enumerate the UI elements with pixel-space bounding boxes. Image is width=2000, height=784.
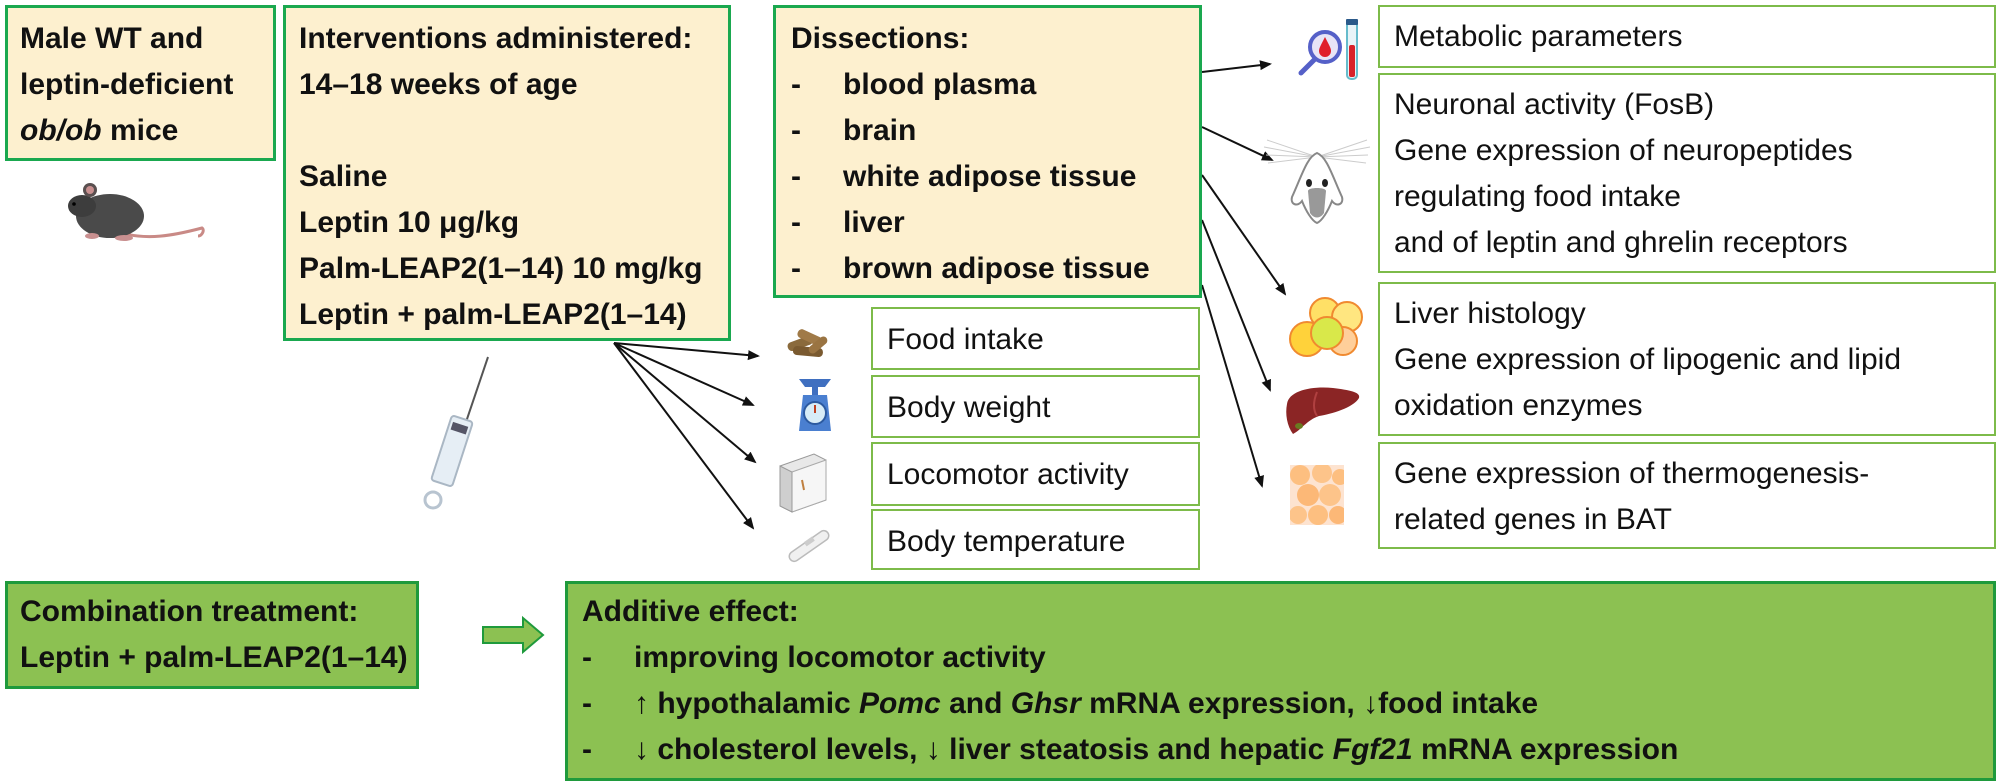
syringe-icon xyxy=(423,356,489,510)
mice-line-1: Male WT and xyxy=(20,22,204,55)
measurement-body-weight: Body weight xyxy=(871,375,1200,438)
outcome-line: Neuronal activity (FosB) xyxy=(1394,88,1715,121)
bullet: - xyxy=(582,687,592,720)
bullet: - xyxy=(791,206,801,239)
block-arrow-icon xyxy=(482,615,545,655)
dissection-label: white adipose tissue xyxy=(843,160,1137,193)
outcome-line: regulating food intake xyxy=(1394,180,1681,213)
effect-text: and xyxy=(940,687,1011,720)
mice-box: Male WT and leptin-deficient ob/ob mice xyxy=(5,5,276,161)
outcome-neuronal: Neuronal activity (FosB) Gene expression… xyxy=(1378,73,1996,273)
additive-effect-box: Additive effect: - improving locomotor ac… xyxy=(565,581,1996,781)
bullet: - xyxy=(582,733,592,766)
bullet: - xyxy=(791,252,801,285)
outcome-metabolic: Metabolic parameters xyxy=(1378,5,1996,68)
effect-text: ↑ hypothalamic xyxy=(634,687,860,720)
mice-line-3: ob/ob mice xyxy=(20,108,261,154)
dissection-label: blood plasma xyxy=(843,68,1037,101)
combination-treatment: Leptin + palm-LEAP2(1–14) xyxy=(20,641,408,674)
additive-title: Additive effect: xyxy=(582,595,799,628)
blood-test-icon xyxy=(1298,19,1358,80)
dissection-item: - brown adipose tissue xyxy=(791,246,1184,292)
bullet: - xyxy=(791,160,801,193)
scale-icon xyxy=(799,379,831,431)
outcome-line: Liver histology xyxy=(1394,297,1586,330)
effect-item: - ↑ hypothalamic Pomc and Ghsr mRNA expre… xyxy=(582,681,1979,727)
dissections-title: Dissections: xyxy=(791,22,970,55)
bullet: - xyxy=(791,114,801,147)
food-pellets-icon xyxy=(787,329,828,357)
thermometer-icon xyxy=(788,529,830,563)
age-range: 14–18 weeks of age xyxy=(299,68,578,101)
outcome-line: Gene expression of neuropeptides xyxy=(1394,134,1853,167)
mice-label: mice xyxy=(101,114,179,147)
dissection-label: brain xyxy=(843,114,917,147)
effect-text: mRNA expression, ↓food intake xyxy=(1080,687,1539,720)
effect-item: - ↓ cholesterol levels, ↓ liver steatosis… xyxy=(582,727,1979,773)
outcome-line: Metabolic parameters xyxy=(1394,20,1683,53)
measurement-label: Food intake xyxy=(887,323,1044,356)
outcome-bat: Gene expression of thermogenesis- relate… xyxy=(1378,442,1996,549)
spacer xyxy=(299,108,715,154)
liver-icon xyxy=(1286,387,1360,434)
dissection-item: - white adipose tissue xyxy=(791,154,1184,200)
brain-icon xyxy=(1263,139,1371,225)
measurement-locomotor-activity: Locomotor activity xyxy=(871,442,1200,506)
gene-ghsr: Ghsr xyxy=(1010,687,1081,720)
bullet: - xyxy=(791,68,801,101)
outcome-line: Gene expression of thermogenesis- xyxy=(1394,457,1870,490)
measurement-label: Body weight xyxy=(887,391,1051,424)
arrow-to-liver-histology xyxy=(1201,174,1287,296)
treatment-item: Palm-LEAP2(1–14) 10 mg/kg xyxy=(299,252,703,285)
fat-cells-icon xyxy=(1289,297,1363,357)
dissection-label: brown adipose tissue xyxy=(843,252,1150,285)
measurement-food-intake: Food intake xyxy=(871,307,1200,370)
treatment-item: Leptin + palm-LEAP2(1–14) xyxy=(299,298,687,331)
outcome-line: oxidation enzymes xyxy=(1394,389,1643,422)
outcome-line: and of leptin and ghrelin receptors xyxy=(1394,226,1848,259)
interventions-title: Interventions administered: xyxy=(299,22,693,55)
arrow-to-bat xyxy=(1201,284,1264,488)
effect-label: improving locomotor activity xyxy=(634,641,1046,674)
interventions-box: Interventions administered: 14–18 weeks … xyxy=(283,5,731,341)
effect-text: ↓ cholesterol levels, ↓ liver steatosis … xyxy=(634,733,1333,766)
arrow-to-body-temperature xyxy=(613,342,755,530)
arrow-to-locomotor xyxy=(613,342,757,464)
measurement-label: Body temperature xyxy=(887,525,1126,558)
treatment-item: Saline xyxy=(299,160,388,193)
activity-cage-icon xyxy=(779,453,827,513)
dissection-label: liver xyxy=(843,206,905,239)
treatment-item: Leptin 10 μg/kg xyxy=(299,206,520,239)
arrow-to-food-intake xyxy=(613,342,760,361)
arrow-to-liver xyxy=(1201,219,1271,392)
dissection-item: - blood plasma xyxy=(791,62,1184,108)
measurement-body-temperature: Body temperature xyxy=(871,509,1200,570)
dissection-item: - liver xyxy=(791,200,1184,246)
effect-text: mRNA expression xyxy=(1412,733,1679,766)
bullet: - xyxy=(582,641,592,674)
effect-item: - improving locomotor activity xyxy=(582,635,1979,681)
mice-line-2: leptin-deficient xyxy=(20,68,234,101)
dissection-item: - brain xyxy=(791,108,1184,154)
gene-pomc: Pomc xyxy=(859,687,941,720)
ob-ob-genotype: ob/ob xyxy=(20,114,102,147)
brown-adipose-icon xyxy=(1290,465,1344,525)
arrow-to-metabolic xyxy=(1201,60,1272,73)
combination-title: Combination treatment: xyxy=(20,595,359,628)
arrow-to-neuronal xyxy=(1201,126,1274,161)
combination-box: Combination treatment: Leptin + palm-LEA… xyxy=(5,581,419,689)
measurement-label: Locomotor activity xyxy=(887,458,1129,491)
mouse-icon xyxy=(68,183,205,241)
dissections-box: Dissections: - blood plasma - brain - white… xyxy=(773,5,1202,298)
gene-fgf21: Fgf21 xyxy=(1332,733,1413,766)
outcome-line: Gene expression of lipogenic and lipid xyxy=(1394,343,1901,376)
outcome-line: related genes in BAT xyxy=(1394,503,1672,536)
outcome-liver: Liver histology Gene expression of lipog… xyxy=(1378,282,1996,436)
arrow-to-body-weight xyxy=(613,342,755,406)
